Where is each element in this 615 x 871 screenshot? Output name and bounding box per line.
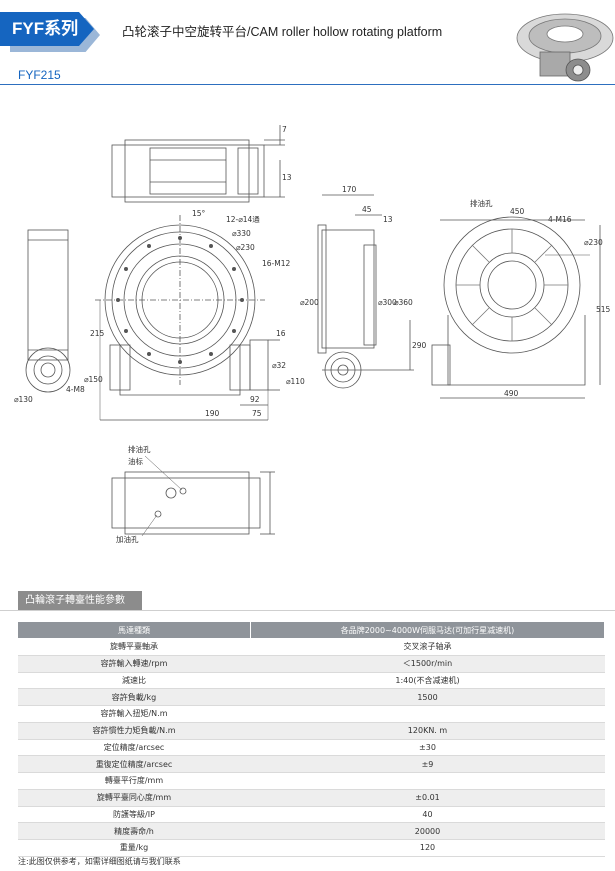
label-oil-fill: 加油孔 xyxy=(116,534,139,544)
spec-value: 1:40(不含减速机) xyxy=(250,672,605,690)
left-side-view xyxy=(25,229,71,393)
spec-header-row: 馬達種類 各品牌2000~4000W伺服马达(可加行星减速机) xyxy=(17,621,605,639)
header-banner: FYF系列 凸轮滚子中空旋转平台/CAM roller hollow rotat… xyxy=(0,0,615,60)
spec-value: 1500 xyxy=(250,688,605,706)
dim-w190: 190 xyxy=(205,409,220,418)
spec-value: 40 xyxy=(250,806,605,824)
spec-table: 馬達種類 各品牌2000~4000W伺服马达(可加行星减速机) 旋轉平臺軸承交叉… xyxy=(17,621,605,857)
dim-h215: 215 xyxy=(90,329,105,338)
spec-value: ±9 xyxy=(250,755,605,773)
label-oil-level: 油标 xyxy=(128,456,143,466)
dim-holes: 12-⌀14通 xyxy=(226,214,260,224)
dim-w490: 490 xyxy=(504,389,519,398)
front-view-holes xyxy=(116,236,244,364)
table-row: 重復定位精度/arcsec±9 xyxy=(17,755,605,773)
bottom-view xyxy=(111,455,275,537)
spec-value: 交叉滚子轴承 xyxy=(250,638,605,656)
dim-angle: 15° xyxy=(192,209,206,218)
spec-label: 轉臺平行度/mm xyxy=(17,772,251,790)
label-drain-bottom: 排油孔 xyxy=(128,444,151,454)
spec-header-value: 各品牌2000~4000W伺服马达(可加行星减速机) xyxy=(250,621,605,639)
spec-label: 容許慣性力矩負載/N.m xyxy=(17,722,251,740)
dim-13: 13 xyxy=(282,173,292,182)
table-row: 轉臺平行度/mm xyxy=(17,772,605,790)
page-title: 凸轮滚子中空旋转平台/CAM roller hollow rotating pl… xyxy=(122,25,443,39)
table-row: 容許輸入扭矩/N.m xyxy=(17,705,605,723)
dim-d32: ⌀32 xyxy=(272,361,286,370)
spec-label: 容許輸入扭矩/N.m xyxy=(17,705,251,723)
spec-label: 定位精度/arcsec xyxy=(17,739,251,757)
dim-w92: 92 xyxy=(250,395,260,404)
dim-w16: 16 xyxy=(276,329,286,338)
spec-label: 旋轉平臺同心度/mm xyxy=(17,789,251,807)
table-row: 旋轉平臺軸承交叉滚子轴承 xyxy=(17,638,605,656)
spec-label: 容許輸入轉速/rpm xyxy=(17,655,251,673)
spec-label: 精度壽命/h xyxy=(17,822,251,840)
product-photo xyxy=(516,13,614,82)
dim-d300: ⌀300 xyxy=(378,298,397,307)
dim-d150: ⌀150 xyxy=(84,375,103,384)
dim-h515: 515 xyxy=(596,305,611,314)
dim-w13: 13 xyxy=(383,215,393,224)
spec-value xyxy=(250,772,605,790)
dim-d110: ⌀110 xyxy=(286,377,305,386)
technical-drawing: 7 13 15° 12-⌀14通 ⌀330 ⌀230 16-M12 215 ⌀1… xyxy=(14,13,614,544)
spec-header-label: 馬達種類 xyxy=(17,621,251,639)
spec-value: ＜1500r/min xyxy=(250,655,605,673)
model-divider xyxy=(0,84,615,85)
spec-label: 減速比 xyxy=(17,672,251,690)
dim-d130: ⌀130 xyxy=(14,395,33,404)
label-drain-right: 排油孔 xyxy=(470,198,493,208)
dim-thread: 16-M12 xyxy=(262,259,290,268)
spec-label: 容許負載/kg xyxy=(17,688,251,706)
spec-value: 120 xyxy=(250,839,605,857)
dim-d330: ⌀330 xyxy=(232,229,251,238)
table-row: 容許輸入轉速/rpm＜1500r/min xyxy=(17,655,605,673)
front-view xyxy=(95,215,280,421)
dim-w75: 75 xyxy=(252,409,262,418)
spec-value: ±30 xyxy=(250,739,605,757)
series-tab: FYF系列 xyxy=(0,12,94,46)
right-view xyxy=(431,216,601,399)
dim-m16: 4-M16 xyxy=(548,215,572,224)
dim-w45: 45 xyxy=(362,205,372,214)
spec-value: 120KN. m xyxy=(250,722,605,740)
spec-value: 20000 xyxy=(250,822,605,840)
dim-7: 7 xyxy=(282,125,287,134)
spec-label: 旋轉平臺軸承 xyxy=(17,638,251,656)
spec-value xyxy=(250,705,605,723)
table-row: 定位精度/arcsec±30 xyxy=(17,739,605,757)
spec-label: 重復定位精度/arcsec xyxy=(17,755,251,773)
footer-note: 注:此图仅供参考，如需详细图纸请与我们联系 xyxy=(18,857,181,866)
dim-d230-right: ⌀230 xyxy=(584,238,603,247)
spec-label: 防護等級/IP xyxy=(17,806,251,824)
table-row: 旋轉平臺同心度/mm±0.01 xyxy=(17,789,605,807)
spec-section-divider xyxy=(0,610,615,611)
dim-d230: ⌀230 xyxy=(236,243,255,252)
dim-w170: 170 xyxy=(342,185,357,194)
top-view xyxy=(111,125,285,203)
model-label: FYF215 xyxy=(18,68,61,82)
side-view xyxy=(317,194,414,389)
dim-h290: 290 xyxy=(412,341,427,350)
right-view-spokes xyxy=(456,229,568,341)
dim-d200: ⌀200 xyxy=(300,298,319,307)
spec-label: 重量/kg xyxy=(17,839,251,857)
dim-w450: 450 xyxy=(510,207,525,216)
spec-section-title: 凸輪滾子轉臺性能參數 xyxy=(18,591,142,610)
spec-value: ±0.01 xyxy=(250,789,605,807)
dim-d360: ⌀360 xyxy=(394,298,413,307)
dim-m8: 4-M8 xyxy=(66,385,85,394)
